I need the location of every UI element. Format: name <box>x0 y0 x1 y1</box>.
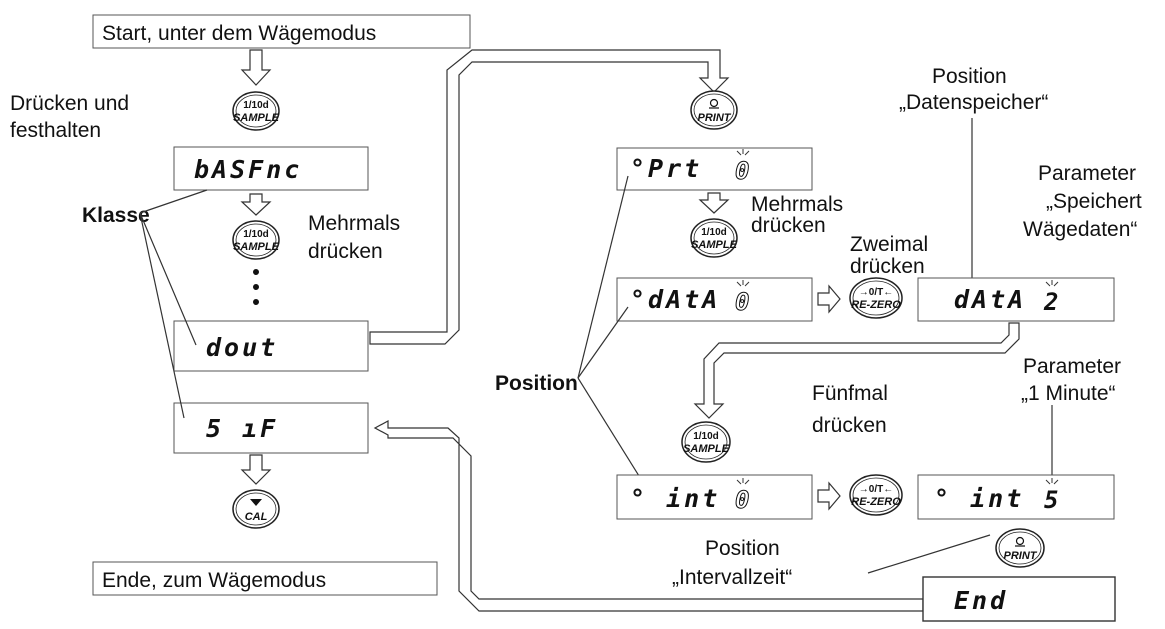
multi-press-label-1b: drücken <box>308 240 383 263</box>
display-int-2-value: 5 <box>1044 486 1058 514</box>
param-minute-label-a: Parameter <box>1023 355 1121 378</box>
multi-press-label-1a: Mehrmals <box>308 212 400 235</box>
display-int-2-text: ° int <box>934 484 1024 513</box>
sample-button-2[interactable]: 1/10d SAMPLE <box>232 220 280 260</box>
param-store-label-b: „Speichert <box>1046 190 1142 213</box>
rezero-button-1-bottom: RE-ZERO <box>851 299 901 311</box>
multi-press-label-2b: drücken <box>751 214 826 237</box>
pos-interval-label-b: „Intervallzeit“ <box>672 566 792 589</box>
display-prt-value: 0 <box>735 157 749 185</box>
down-triangle-icon <box>250 499 262 506</box>
display-prt: °Prt 0 <box>616 147 813 191</box>
flow-arrow-right-1 <box>817 284 841 314</box>
printer-icon <box>709 98 719 108</box>
sample-button-2-bottom: SAMPLE <box>233 241 280 253</box>
display-data-2-value: 2 <box>1043 288 1058 316</box>
sample-button-1-top: 1/10d <box>243 100 269 111</box>
twice-press-label-a: Zweimal <box>850 233 928 256</box>
sample-button-4-bottom: SAMPLE <box>683 443 730 455</box>
rezero-button-2-bottom: RE-ZERO <box>851 496 901 508</box>
display-dout: dout <box>173 320 369 372</box>
param-minute-label-b: „1 Minute“ <box>1021 382 1116 405</box>
param-store-label-c: Wägedaten“ <box>1023 218 1137 241</box>
press-hold-label-1: Drücken und <box>10 92 129 115</box>
start-header: Start, unter dem Wägemodus <box>92 14 471 49</box>
press-hold-label-2: festhalten <box>10 119 101 142</box>
flow-arrow-right-2 <box>817 481 841 511</box>
klasse-label: Klasse <box>82 204 150 227</box>
flow-connector-end-to-sif <box>373 419 924 612</box>
pos-store-label-a: Position <box>932 65 1007 88</box>
display-int-1-text: ° int <box>630 484 720 513</box>
display-data-1-text: °dAtA <box>630 285 720 314</box>
end-header-text: Ende, zum Wägemodus <box>102 569 326 592</box>
sample-button-4[interactable]: 1/10d SAMPLE <box>681 421 731 463</box>
display-int-2: ° int 5 <box>917 474 1115 520</box>
display-sif-text: 5 ıF <box>206 414 278 443</box>
sample-button-4-top: 1/10d <box>693 431 719 442</box>
start-header-text: Start, unter dem Wägemodus <box>102 22 376 45</box>
param-store-label-a: Parameter <box>1038 162 1136 185</box>
display-basfnc: bASFnc <box>173 146 369 191</box>
print-button-1[interactable]: PRINT <box>690 90 738 130</box>
flow-connector-dout-to-print <box>369 49 730 345</box>
pos-interval-pointer <box>867 534 991 574</box>
rezero-button-2-top: →0/T← <box>859 484 893 495</box>
print-button-2-label: PRINT <box>1004 550 1038 562</box>
sample-button-1[interactable]: 1/10d SAMPLE <box>232 91 280 131</box>
five-press-label-b: drücken <box>812 414 887 437</box>
sample-button-3-bottom: SAMPLE <box>691 239 738 251</box>
ellipsis-dots <box>253 269 259 305</box>
twice-press-label-b: drücken <box>850 255 925 278</box>
display-data-1: °dAtA 0 <box>616 277 813 322</box>
flow-arrow-down-2 <box>240 193 272 216</box>
five-press-label-a: Fünfmal <box>812 382 888 405</box>
sample-button-1-bottom: SAMPLE <box>233 112 280 124</box>
rezero-button-1[interactable]: →0/T← RE-ZERO <box>849 277 903 319</box>
sample-button-2-top: 1/10d <box>243 229 269 240</box>
display-data-2-text: dAtA <box>954 285 1026 314</box>
position-pointer-lines <box>577 175 655 501</box>
sample-button-3[interactable]: 1/10d SAMPLE <box>690 218 738 258</box>
display-prt-text: °Prt <box>630 154 702 183</box>
display-int-1: ° int 0 <box>616 474 813 520</box>
display-data-1-value: 0 <box>735 288 749 316</box>
multi-press-label-2a: Mehrmals <box>751 193 843 216</box>
klasse-pointer-lines <box>139 189 208 419</box>
printer-icon <box>1015 536 1025 546</box>
cal-button[interactable]: CAL <box>232 489 280 529</box>
display-dout-text: dout <box>206 333 278 362</box>
flow-arrow-down-4 <box>698 192 730 214</box>
flow-arrow-down-3 <box>240 454 272 485</box>
position-label: Position <box>495 372 578 395</box>
display-end-text: End <box>954 586 1008 615</box>
print-button-1-label: PRINT <box>698 112 732 124</box>
display-sif: 5 ıF <box>173 402 369 454</box>
flow-connector-data-to-sample <box>693 322 1020 419</box>
pos-store-label-b: „Datenspeicher“ <box>899 91 1048 114</box>
display-int-1-value: 0 <box>735 486 749 514</box>
print-button-2[interactable]: PRINT <box>995 528 1045 568</box>
end-header: Ende, zum Wägemodus <box>92 561 438 596</box>
rezero-button-2[interactable]: →0/T← RE-ZERO <box>849 474 903 516</box>
rezero-button-1-top: →0/T← <box>859 287 893 298</box>
display-data-2: dAtA 2 <box>917 277 1115 322</box>
pos-interval-label-a: Position <box>705 537 780 560</box>
flow-arrow-down-1 <box>240 49 272 86</box>
display-basfnc-text: bASFnc <box>194 155 302 184</box>
sample-button-3-top: 1/10d <box>701 227 727 238</box>
display-end: End <box>922 576 1116 622</box>
cal-button-label: CAL <box>245 511 268 523</box>
